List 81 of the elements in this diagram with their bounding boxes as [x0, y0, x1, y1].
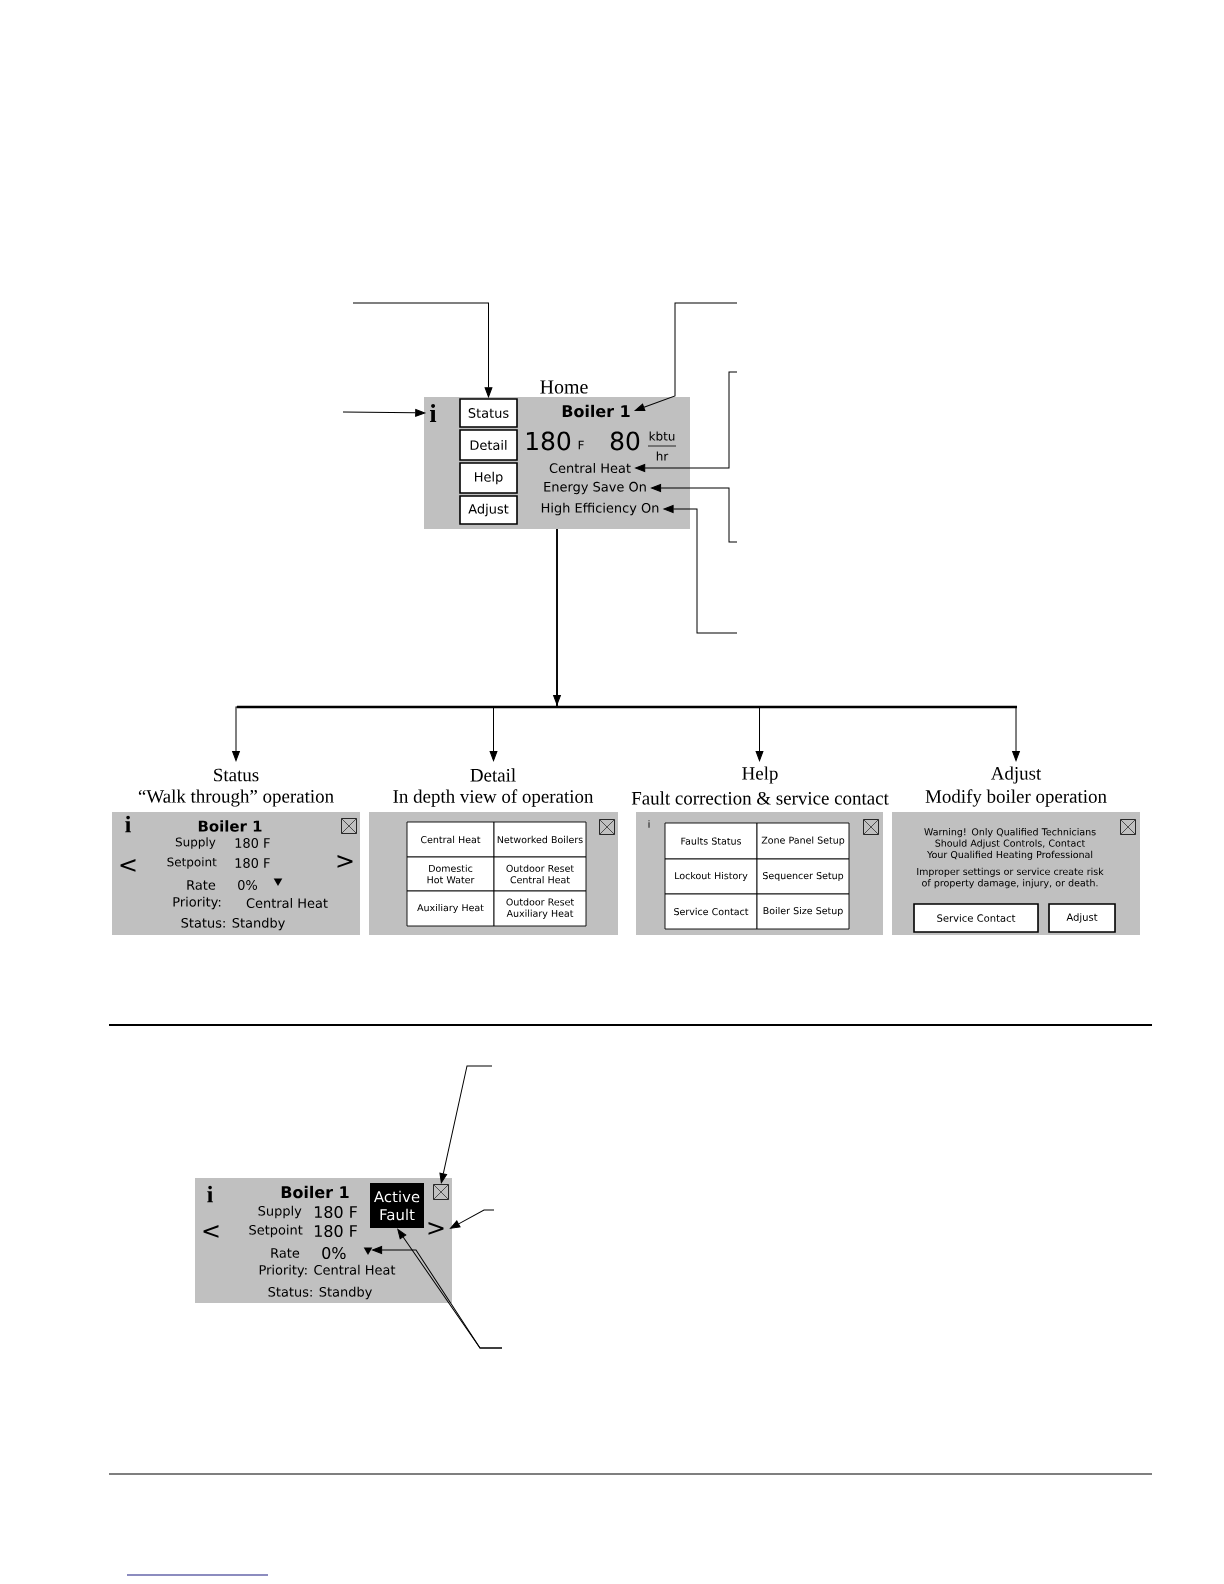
status-screen	[195, 1178, 452, 1303]
leader-line	[651, 484, 738, 543]
leader-line	[635, 371, 738, 472]
output-value: 80	[610, 431, 640, 451]
field-label: Setpoint	[167, 857, 217, 869]
field-value: 180 F	[235, 838, 270, 848]
navigation-sign: <	[120, 859, 136, 872]
field-value: 180 F	[235, 858, 270, 868]
menu-button: Adjust	[459, 495, 518, 525]
unit-label: F	[578, 440, 584, 450]
screen-heading: Home	[540, 380, 588, 394]
field-value: 180 F	[314, 1225, 357, 1238]
fault-badge: Active Fault	[370, 1183, 424, 1228]
field-label: Supply	[175, 837, 216, 849]
status-text: High Efficiency On	[541, 502, 659, 516]
menu-cell: Networked Boilers	[493, 821, 587, 858]
leader-line	[342, 408, 426, 417]
field-label: Supply	[258, 1205, 302, 1219]
menu-button: Help	[459, 462, 518, 494]
boiler-name: Boiler 1	[281, 1185, 349, 1199]
screen-heading: Adjust	[990, 766, 1042, 784]
unit-label: hr	[656, 451, 669, 461]
info-symbol: i	[207, 1185, 213, 1203]
field-label: Rate	[271, 1248, 300, 1258]
field-label: Setpoint	[249, 1224, 303, 1238]
screen-heading: Detail	[470, 768, 516, 782]
screen-subheading: “Walk through” operation	[138, 789, 334, 807]
boiler-name: Boiler 1	[562, 404, 630, 418]
menu-button: Status	[459, 398, 518, 428]
close-icon	[433, 1184, 449, 1200]
navigation-sign: >	[337, 855, 353, 868]
menu-cell: Auxiliary Heat	[406, 890, 495, 927]
field-value: Central Heat	[246, 898, 328, 909]
field-value: 0%	[322, 1247, 346, 1260]
field-label: Priority:	[173, 896, 221, 910]
leader-line	[450, 1209, 495, 1229]
navigation-sign: >	[428, 1222, 444, 1235]
menu-cell: Zone Panel Setup	[756, 822, 850, 860]
field-value: 0%	[238, 880, 258, 890]
status-text: Energy Save On	[544, 481, 646, 495]
screen-heading: Status	[214, 768, 259, 782]
screen-subheading: Modify boiler operation	[925, 789, 1107, 807]
branch-bar	[237, 679, 1017, 709]
menu-cell: Service Contact	[664, 893, 758, 930]
screen-heading: Help	[742, 766, 778, 784]
field-label: Rate	[187, 880, 216, 890]
info-symbol: i	[429, 404, 437, 422]
menu-cell: Lockout History	[664, 858, 758, 895]
service-button: Service Contact	[913, 903, 1039, 933]
leader-line	[634, 302, 738, 412]
status-screen	[112, 768, 360, 935]
info-symbol: i	[648, 820, 650, 828]
warning-text: Improper settings or service create risk of property damage, injury, or death.	[917, 867, 1104, 889]
leader-line	[352, 302, 493, 398]
menu-button: Detail	[459, 429, 518, 461]
warning-text: Warning! Only Qualified Technicians Should Adjust Controls, Contact Your Qualified Heating Professional	[924, 828, 1096, 860]
status-line: Status: Standby	[268, 1286, 372, 1300]
adjust-button: Adjust	[1048, 903, 1116, 933]
unit-label: kbtu	[649, 431, 675, 441]
navigation-sign: <	[203, 1225, 219, 1238]
temperature-value: 180	[526, 431, 571, 451]
menu-cell: Outdoor Reset Central Heat	[493, 856, 587, 892]
screen-subheading: Fault correction & service contact	[631, 791, 889, 805]
status-line: Priority: Central Heat	[259, 1264, 396, 1278]
leader-line	[397, 1228, 503, 1349]
menu-cell: Boiler Size Setup	[756, 893, 850, 930]
menu-cell: Sequencer Setup	[756, 858, 850, 895]
menu-cell: Outdoor Reset Auxiliary Heat	[493, 890, 587, 927]
boiler-name: Boiler 1	[198, 820, 262, 832]
field-value: 180 F	[314, 1206, 357, 1219]
menu-cell: Domestic Hot Water	[406, 856, 495, 892]
leader-line	[663, 505, 738, 634]
leader-line	[439, 1065, 493, 1184]
menu-cell: Faults Status	[664, 822, 758, 860]
info-symbol: i	[125, 815, 131, 833]
screen-subheading: In depth view of operation	[393, 789, 594, 807]
dropdown-icon	[363, 1247, 373, 1255]
mode-text: Central Heat	[549, 463, 631, 473]
arrow	[556, 528, 1020, 762]
menu-cell: Central Heat	[406, 821, 495, 858]
status-line: Status: Standby	[181, 917, 285, 931]
